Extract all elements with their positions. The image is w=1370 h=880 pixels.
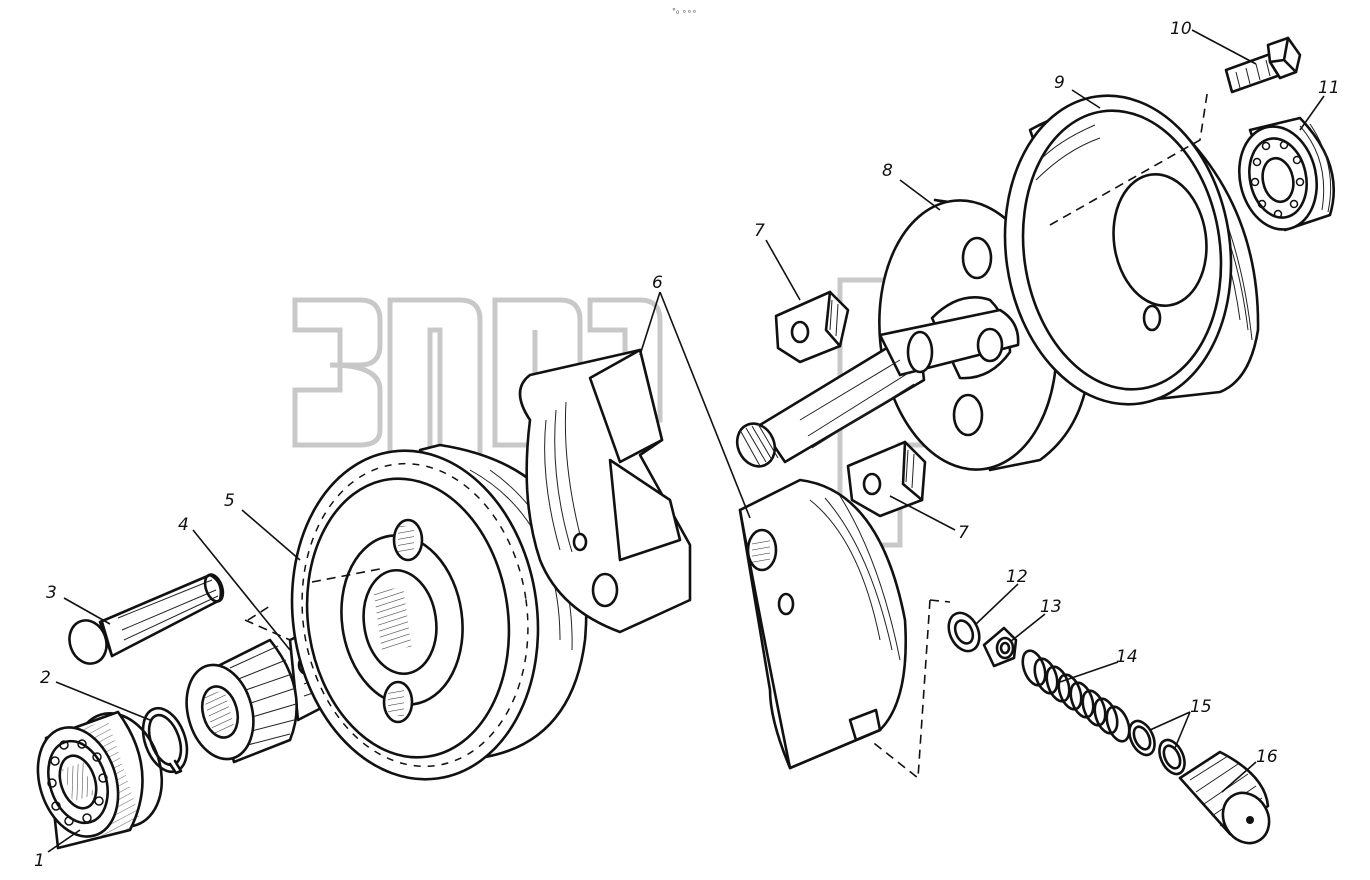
callout-15: 15 (1190, 697, 1212, 717)
callout-10: 10 (1170, 19, 1192, 39)
callout-5: 5 (224, 491, 235, 511)
part-15-shims (1128, 719, 1186, 776)
callout-2: 2 (40, 668, 51, 688)
part-7-bracket-upper (774, 290, 850, 364)
part-14-spring (1021, 649, 1131, 743)
part-6-weight-lower (738, 478, 907, 770)
callout-1: 1 (34, 851, 45, 871)
callout-11: 11 (1318, 78, 1340, 98)
callout-4: 4 (178, 515, 189, 535)
callout-14: 14 (1116, 647, 1138, 667)
part-11-ball-bearing (1237, 116, 1336, 232)
callout-labels: 1 2 3 4 5 6 7 7 8 9 10 11 12 13 14 15 16 (34, 19, 1340, 871)
callout-3: 3 (46, 583, 57, 603)
callout-16: 16 (1256, 747, 1278, 767)
leader-lines (47, 29, 1325, 853)
callout-9: 9 (1054, 73, 1065, 93)
part-5-gear-wheel (290, 443, 588, 781)
part-10-bolt (1224, 36, 1302, 94)
callout-12: 12 (1006, 567, 1028, 587)
assembly-center-lines (244, 87, 1209, 780)
part-12-washer (947, 611, 981, 653)
callout-13: 13 (1040, 597, 1062, 617)
callout-7-lower: 7 (958, 523, 969, 543)
part-13-nut (982, 626, 1018, 668)
callout-7-upper: 7 (754, 221, 765, 241)
part-9-clutch-housing (1003, 94, 1260, 406)
callout-8: 8 (882, 161, 893, 181)
part-1-ball-bearing (36, 710, 164, 850)
part-7-bracket-lower (846, 440, 927, 518)
part-3-axle-pin (68, 573, 225, 665)
part-2-retaining-ring (141, 706, 189, 775)
callout-6: 6 (652, 273, 663, 293)
part-6-weight-upper (518, 348, 692, 634)
part-16-cap (1178, 750, 1271, 845)
header-mark: °₀ ∘∘∘ (672, 7, 697, 16)
